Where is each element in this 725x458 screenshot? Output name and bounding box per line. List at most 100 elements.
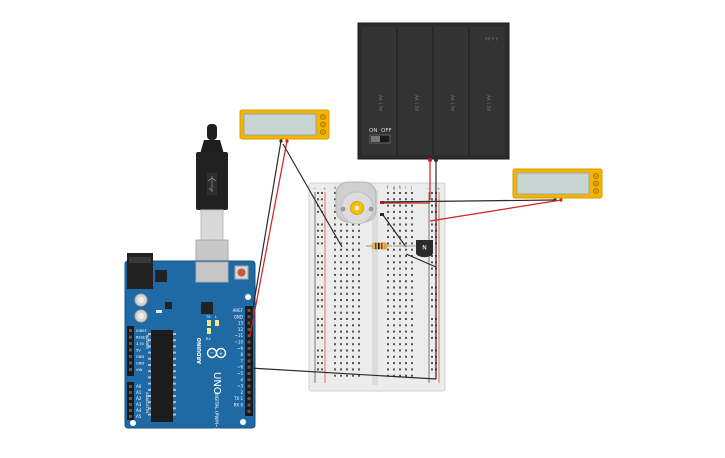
rail-hole[interactable] [317, 210, 319, 213]
breadboard-hole[interactable] [387, 292, 389, 295]
breadboard-hole[interactable] [411, 267, 413, 270]
breadboard-hole[interactable] [334, 223, 336, 226]
breadboard-hole[interactable] [399, 261, 401, 264]
breadboard-hole[interactable] [340, 324, 342, 327]
dc-motor[interactable] [335, 181, 384, 225]
breadboard-hole[interactable] [358, 349, 360, 352]
rail-hole[interactable] [431, 223, 433, 226]
rail-hole[interactable] [321, 261, 323, 264]
breadboard-hole[interactable] [405, 204, 407, 207]
breadboard-hole[interactable] [399, 236, 401, 239]
rail-hole[interactable] [321, 324, 323, 327]
breadboard-hole[interactable] [334, 343, 336, 346]
breadboard-hole[interactable] [411, 217, 413, 220]
breadboard-hole[interactable] [358, 267, 360, 270]
breadboard-hole[interactable] [387, 368, 389, 371]
breadboard-hole[interactable] [393, 210, 395, 213]
breadboard-hole[interactable] [399, 210, 401, 213]
analog-header[interactable] [127, 382, 134, 420]
rail-hole[interactable] [431, 267, 433, 270]
rail-hole[interactable] [321, 255, 323, 257]
breadboard-hole[interactable] [387, 198, 389, 201]
breadboard-hole[interactable] [352, 280, 354, 283]
rail-hole[interactable] [321, 223, 323, 226]
wire-display-left-black[interactable] [249, 140, 282, 327]
breadboard-hole[interactable] [334, 261, 336, 264]
breadboard-hole[interactable] [346, 286, 348, 289]
rail-hole[interactable] [321, 292, 323, 295]
rail-hole[interactable] [317, 330, 319, 333]
rail-hole[interactable] [317, 223, 319, 226]
breadboard-hole[interactable] [352, 349, 354, 352]
rail-hole[interactable] [317, 336, 319, 339]
breadboard-hole[interactable] [399, 204, 401, 207]
header-pin[interactable] [247, 334, 251, 338]
breadboard-hole[interactable] [405, 362, 407, 365]
breadboard-hole[interactable] [399, 374, 401, 377]
breadboard-hole[interactable] [334, 336, 336, 339]
breadboard-hole[interactable] [358, 330, 360, 333]
breadboard-hole[interactable] [399, 336, 401, 339]
breadboard-hole[interactable] [387, 349, 389, 352]
breadboard-hole[interactable] [411, 236, 413, 239]
breadboard-hole[interactable] [340, 229, 342, 232]
header-pin[interactable] [129, 403, 132, 406]
breadboard-hole[interactable] [399, 267, 401, 270]
breadboard-hole[interactable] [387, 242, 389, 245]
breadboard-hole[interactable] [358, 299, 360, 302]
breadboard-hole[interactable] [393, 261, 395, 264]
breadboard-hole[interactable] [334, 362, 336, 365]
header-pin[interactable] [247, 378, 251, 382]
breadboard-hole[interactable] [393, 330, 395, 333]
rail-hole[interactable] [431, 286, 433, 289]
breadboard-hole[interactable] [346, 349, 348, 352]
breadboard-hole[interactable] [358, 273, 360, 276]
rail-hole[interactable] [317, 229, 319, 232]
breadboard-hole[interactable] [340, 286, 342, 289]
breadboard-hole[interactable] [358, 374, 360, 377]
voltage-display-right[interactable] [512, 168, 603, 202]
rail-hole[interactable] [431, 324, 433, 327]
breadboard-hole[interactable] [393, 368, 395, 371]
rail-hole[interactable] [321, 273, 323, 276]
rail-hole[interactable] [321, 192, 323, 194]
breadboard-hole[interactable] [340, 248, 342, 251]
rail-hole[interactable] [317, 362, 319, 365]
breadboard-hole[interactable] [399, 368, 401, 371]
breadboard-hole[interactable] [358, 343, 360, 346]
breadboard-hole[interactable] [334, 280, 336, 283]
breadboard-hole[interactable] [393, 343, 395, 346]
breadboard-hole[interactable] [405, 355, 407, 358]
breadboard-hole[interactable] [387, 280, 389, 283]
rail-hole[interactable] [321, 286, 323, 289]
breadboard-hole[interactable] [358, 286, 360, 289]
breadboard-hole[interactable] [399, 324, 401, 327]
breadboard-hole[interactable] [405, 299, 407, 302]
breadboard-hole[interactable] [411, 368, 413, 371]
breadboard-hole[interactable] [393, 311, 395, 314]
breadboard-hole[interactable] [405, 330, 407, 333]
breadboard-hole[interactable] [405, 229, 407, 232]
breadboard-hole[interactable] [405, 336, 407, 339]
rail-hole[interactable] [317, 255, 319, 257]
breadboard-hole[interactable] [340, 267, 342, 270]
breadboard-hole[interactable] [411, 362, 413, 365]
breadboard-hole[interactable] [399, 299, 401, 302]
header-pin[interactable] [129, 385, 132, 388]
header-pin[interactable] [247, 390, 251, 394]
breadboard-hole[interactable] [411, 204, 413, 207]
breadboard-hole[interactable] [346, 292, 348, 295]
rail-hole[interactable] [321, 330, 323, 333]
wire-arduino-gnd[interactable] [249, 367, 437, 380]
rail-hole[interactable] [431, 368, 433, 371]
breadboard-hole[interactable] [358, 261, 360, 264]
breadboard-hole[interactable] [405, 210, 407, 213]
breadboard-hole[interactable] [346, 229, 348, 232]
breadboard-hole[interactable] [387, 261, 389, 264]
breadboard-hole[interactable] [340, 343, 342, 346]
breadboard-hole[interactable] [340, 374, 342, 377]
rail-hole[interactable] [317, 305, 319, 308]
breadboard-hole[interactable] [358, 318, 360, 320]
rail-hole[interactable] [321, 305, 323, 308]
breadboard-hole[interactable] [346, 261, 348, 264]
